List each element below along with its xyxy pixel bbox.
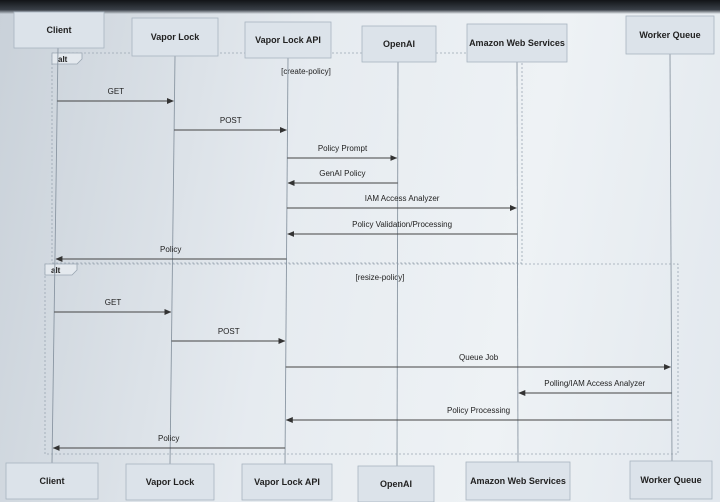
participant-top-label: Worker Queue: [639, 30, 700, 40]
participant-bottom-label: Amazon Web Services: [470, 476, 566, 486]
message-label: Policy: [158, 434, 179, 443]
lifeline-amazon-web-services: [516, 61, 519, 463]
participant-top-label: Amazon Web Services: [469, 38, 565, 48]
alt-condition-label: [resize-policy]: [356, 273, 405, 282]
participant-bottom-label: Worker Queue: [640, 475, 701, 485]
lifeline-vapor-lock-api: [284, 57, 289, 465]
participant-bottom-label: Vapor Lock API: [254, 477, 320, 487]
participant-top-label: Vapor Lock API: [255, 35, 321, 45]
alt-frame-tag-2: [44, 263, 78, 276]
participant-top-openai: [361, 25, 437, 63]
participant-bottom-vapor-lock-api: [241, 463, 333, 501]
participant-top-worker-queue: [625, 15, 715, 55]
participant-bottom-amazon-web-services: [465, 461, 571, 501]
participant-bottom-label: Vapor Lock: [146, 477, 196, 487]
participant-top-client: [13, 11, 105, 49]
participant-top-vapor-lock-api: [244, 21, 332, 59]
participant-top-label: Client: [46, 25, 71, 35]
message-label: Policy Processing: [447, 406, 510, 415]
message-label: GET: [105, 298, 122, 307]
message-label: GET: [108, 87, 125, 96]
message-label: POST: [220, 116, 242, 125]
lifeline-openai: [396, 61, 399, 467]
alt-operator-label: alt: [51, 266, 61, 275]
participant-bottom-vapor-lock: [125, 463, 215, 501]
participant-top-label: OpenAI: [383, 39, 415, 49]
alt-condition-label: [create-policy]: [281, 67, 331, 76]
participant-bottom-openai: [357, 465, 435, 502]
message-label: Queue Job: [459, 353, 499, 362]
lifeline-vapor-lock: [169, 55, 176, 465]
participant-top-label: Vapor Lock: [151, 32, 201, 42]
alt-operator-label: alt: [58, 55, 68, 64]
projector-top-edge: [0, 0, 720, 14]
message-label: Policy Validation/Processing: [352, 220, 452, 229]
participant-bottom-worker-queue: [629, 460, 713, 500]
alt-frame-2: [44, 263, 679, 455]
participant-top-vapor-lock: [131, 17, 219, 57]
alt-frame-tag-1: [51, 52, 83, 65]
participant-bottom-client: [5, 462, 99, 500]
lifeline-client: [51, 47, 59, 464]
message-label: Policy Prompt: [318, 144, 368, 153]
participant-top-amazon-web-services: [466, 23, 568, 63]
message-label: IAM Access Analyzer: [365, 194, 440, 203]
message-label: Polling/IAM Access Analyzer: [544, 379, 645, 388]
participant-bottom-label: OpenAI: [380, 479, 412, 489]
lifeline-worker-queue: [669, 53, 673, 462]
message-label: GenAI Policy: [319, 169, 365, 178]
message-label: POST: [218, 327, 240, 336]
message-label: Policy: [160, 245, 181, 254]
participant-bottom-label: Client: [39, 476, 64, 486]
